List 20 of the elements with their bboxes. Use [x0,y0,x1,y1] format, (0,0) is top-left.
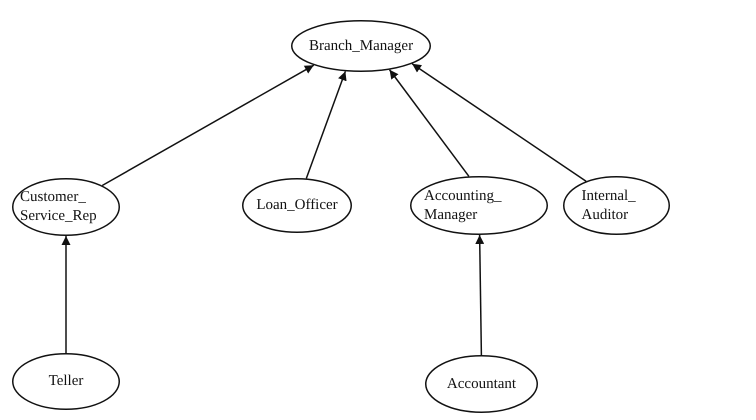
ellipse-node [12,178,120,236]
arrow [62,236,70,353]
node-label: Accountant [446,374,516,394]
ellipse-node [410,176,548,235]
arrow [475,234,484,356]
ellipse-node [242,178,352,233]
node-label: Branch_Manager [308,36,414,56]
arrow [102,64,314,186]
ellipse-node [563,176,670,235]
ellipse-node [291,20,431,72]
node-label: Internal_ Auditor [582,186,637,224]
arrow [412,63,586,182]
ellipse-node [12,353,120,410]
node-label: Teller [48,372,84,391]
arrow [388,69,470,177]
node-label: Customer_ Service_Rep [20,188,98,226]
node-label: Loan_Officer [256,196,338,215]
node-label: Accounting_ Manager [424,186,503,224]
ellipse-node [425,355,538,413]
arrow [306,71,347,179]
